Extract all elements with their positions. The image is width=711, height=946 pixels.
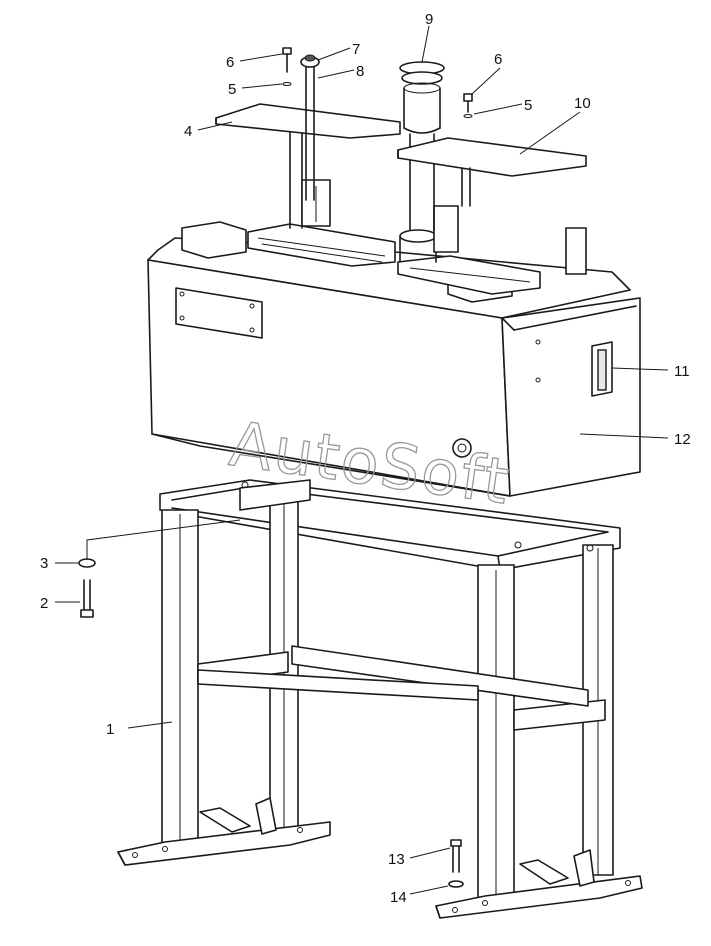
callout-4: 4: [184, 123, 192, 140]
left-plate-assembly: [215, 47, 401, 229]
callout-8: 8: [356, 63, 364, 80]
callout-6-left: 6: [226, 54, 234, 71]
callout-leaders: [55, 25, 669, 895]
callout-9: 9: [425, 11, 433, 28]
callout-5-right: 5: [524, 97, 532, 114]
callout-1: 1: [106, 721, 114, 738]
callout-10: 10: [574, 95, 591, 112]
right-plate-assembly: [397, 61, 587, 231]
callout-11: 11: [674, 363, 690, 380]
callout-13: 13: [388, 851, 405, 868]
callout-6-right: 6: [494, 51, 502, 68]
callout-labels: 1 2 3 4 5 5 6 6 7 8 9 10 11 12 13 14: [40, 11, 691, 906]
callout-5-left: 5: [228, 81, 236, 98]
stand-frame: [117, 479, 643, 919]
callout-7: 7: [352, 41, 360, 58]
callout-14: 14: [390, 889, 407, 906]
loose-fasteners: [78, 519, 464, 888]
callout-2: 2: [40, 595, 48, 612]
callout-12: 12: [674, 431, 691, 448]
main-housing: [147, 205, 641, 497]
callout-3: 3: [40, 555, 48, 572]
